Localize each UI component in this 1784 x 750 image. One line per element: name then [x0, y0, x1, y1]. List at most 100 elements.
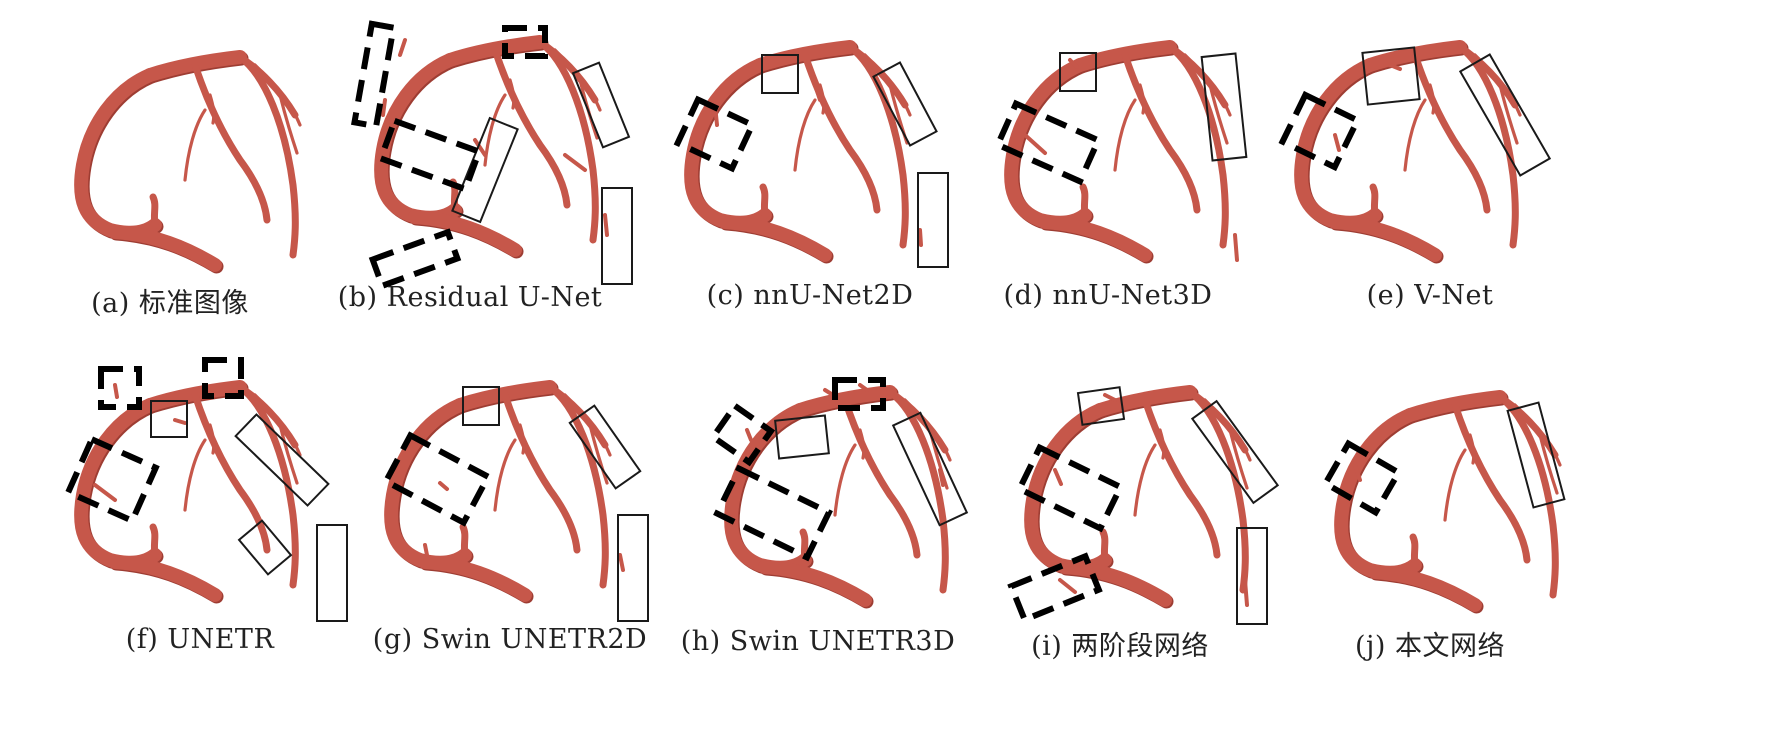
vessel-tree-render [993, 40, 1248, 264]
coronary-vessel-segment [1403, 98, 1427, 172]
vessel-ostium [1091, 404, 1109, 416]
dashed-highlight-box [377, 116, 483, 194]
segmentation-fragment [563, 153, 587, 172]
segmentation-fragment [745, 428, 753, 442]
solid-highlight-box [617, 514, 649, 622]
coronary-vessel-segment [1178, 478, 1212, 532]
panel-e [1250, 10, 1580, 330]
vessel-ostium [141, 69, 159, 81]
dashed-highlight-box [832, 377, 886, 411]
coronary-vessel-segment [1448, 133, 1482, 187]
segmentation-fragment [1243, 578, 1249, 607]
panel-caption-c: (c) nnU-Net2D [706, 280, 914, 311]
coronary-vessel-segment [108, 225, 222, 272]
vessel-tree-render [74, 50, 302, 274]
coronary-vessel-segment [228, 473, 262, 527]
coronary-vessel-segment [408, 210, 522, 257]
segmentation-fragment [1053, 468, 1063, 486]
vessel-tree-render [1321, 390, 1566, 614]
coronary-vessel-segment [278, 93, 299, 155]
coronary-vessel-segment [1368, 565, 1482, 612]
coronary-vessel-segment [491, 46, 571, 209]
coronary-vessel-segment [74, 398, 162, 570]
coronary-vessel-segment [183, 438, 207, 512]
coronary-vessel-segment [208, 93, 216, 125]
coronary-vessel-segment [546, 383, 609, 589]
vessel-tree-render [673, 40, 949, 268]
coronary-vessel-segment [228, 143, 262, 197]
coronary-vessel-segment [1183, 53, 1232, 117]
coronary-vessel-segment [1141, 396, 1221, 559]
coronary-vessel-segment [1038, 215, 1152, 262]
coronary-vessel-segment [1411, 51, 1491, 214]
panel-b [330, 5, 660, 325]
coronary-vessel-segment [493, 438, 517, 512]
coronary-vessel-segment [841, 396, 921, 559]
coronary-vessel-segment [1409, 533, 1419, 569]
coronary-vessel-segment [903, 398, 952, 462]
vessel-ostium [751, 59, 769, 71]
panel-caption-b: (b) Residual U-Net [337, 282, 603, 313]
solid-highlight-box [451, 116, 519, 224]
coronary-vessel-segment [236, 53, 299, 259]
segmentation-fragment [1383, 61, 1402, 71]
coronary-vessel-segment [1456, 43, 1519, 249]
vessel-tree-render [708, 377, 969, 609]
coronary-vessel-segment [718, 215, 832, 262]
coronary-vessel-segment [684, 58, 772, 230]
dashed-highlight-box [381, 431, 493, 527]
coronary-vessel-segment [191, 61, 271, 224]
dashed-highlight-box [502, 25, 548, 59]
coronary-vessel-segment [833, 443, 857, 517]
coronary-vessel-segment [459, 523, 469, 559]
solid-highlight-box [1059, 52, 1097, 92]
solid-highlight-box [234, 413, 330, 507]
segmentation-fragment [603, 213, 609, 237]
panel-i [980, 355, 1310, 675]
coronary-vessel-segment [1166, 43, 1229, 249]
coronary-vessel-segment [501, 391, 581, 554]
coronary-vessel-segment [1004, 58, 1092, 230]
coronary-vessel-segment [538, 473, 572, 527]
panel-caption-d: (d) nnU-Net3D [1003, 280, 1213, 311]
segmentation-fragment [113, 383, 119, 399]
coronary-vessel-segment [253, 63, 302, 127]
segmentation-fragment [1353, 463, 1362, 482]
coronary-vessel-segment [149, 193, 159, 229]
panel-j [1290, 360, 1620, 680]
vessel-ostium [791, 404, 809, 416]
solid-highlight-box [774, 414, 830, 460]
coronary-vessel-segment [1079, 183, 1089, 219]
coronary-vessel-segment [846, 43, 909, 249]
segmentation-fragment [423, 543, 429, 557]
coronary-vessel-segment [528, 128, 562, 182]
dashed-highlight-box [1321, 439, 1403, 517]
segmentation-fragment [398, 38, 407, 57]
coronary-vessel-segment [1496, 393, 1559, 599]
coronary-vessel-segment [74, 68, 162, 240]
segmentation-fragment [858, 383, 869, 392]
coronary-vessel-segment [1369, 183, 1379, 219]
panel-f [30, 350, 360, 670]
coronary-vessel-segment [278, 423, 299, 485]
dashed-highlight-box [1007, 552, 1103, 624]
solid-highlight-box [237, 519, 293, 576]
solid-highlight-box [1458, 53, 1552, 177]
coronary-vessel-segment [1473, 53, 1522, 117]
coronary-vessel-segment [1451, 401, 1531, 564]
solid-highlight-box [1076, 386, 1126, 426]
vessel-tree-render [1007, 385, 1280, 625]
segmentation-fragment [1068, 58, 1079, 69]
solid-highlight-box [150, 400, 188, 438]
coronary-vessel-segment [483, 93, 507, 167]
segmentation-fragment [438, 481, 449, 491]
coronary-vessel-segment [818, 83, 826, 115]
solid-highlight-box [1506, 401, 1566, 509]
coronary-vessel-segment [518, 423, 526, 455]
coronary-vessel-segment [418, 555, 532, 602]
solid-highlight-box [761, 54, 799, 94]
dashed-highlight-box [368, 228, 462, 290]
coronary-vessel-segment [1113, 98, 1137, 172]
coronary-vessel-segment [253, 393, 302, 457]
